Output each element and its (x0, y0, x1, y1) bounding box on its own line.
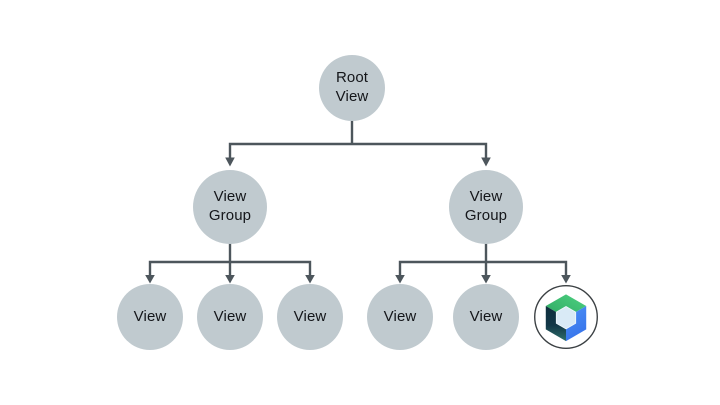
left-branch-line (148, 260, 312, 276)
arrowhead-icon (145, 275, 155, 284)
arrowhead-icon (305, 275, 315, 284)
top-branch-line (228, 142, 488, 159)
node-view-group-right: View Group (449, 170, 523, 244)
node-view-leaf: View (117, 284, 183, 350)
node-root-view-label: Root View (335, 69, 369, 105)
node-view-leaf-label: View (383, 307, 417, 325)
node-view-group-left-label: View Group (208, 188, 252, 224)
arrowhead-icon (395, 275, 405, 284)
node-view-leaf: View (453, 284, 519, 350)
node-view-leaf: View (197, 284, 263, 350)
node-view-group-right-label: View Group (464, 188, 508, 224)
node-view-group-left: View Group (193, 170, 267, 244)
node-compose-leaf (533, 284, 599, 350)
arrowhead-icon (225, 157, 235, 167)
node-view-leaf: View (277, 284, 343, 350)
node-view-leaf-label: View (213, 307, 247, 325)
arrowhead-icon (481, 275, 491, 284)
jetpack-compose-icon (534, 285, 598, 349)
node-root-view: Root View (319, 55, 385, 121)
arrowhead-icon (481, 157, 491, 167)
node-view-leaf-label: View (133, 307, 167, 325)
node-view-leaf-label: View (469, 307, 503, 325)
compose-cube-top-face (545, 294, 587, 318)
right-branch-line (398, 260, 568, 276)
node-view-leaf: View (367, 284, 433, 350)
arrowhead-icon (225, 275, 235, 284)
compose-center-hexagon (555, 306, 577, 330)
node-view-leaf-label: View (293, 307, 327, 325)
arrowhead-icon (561, 275, 571, 284)
